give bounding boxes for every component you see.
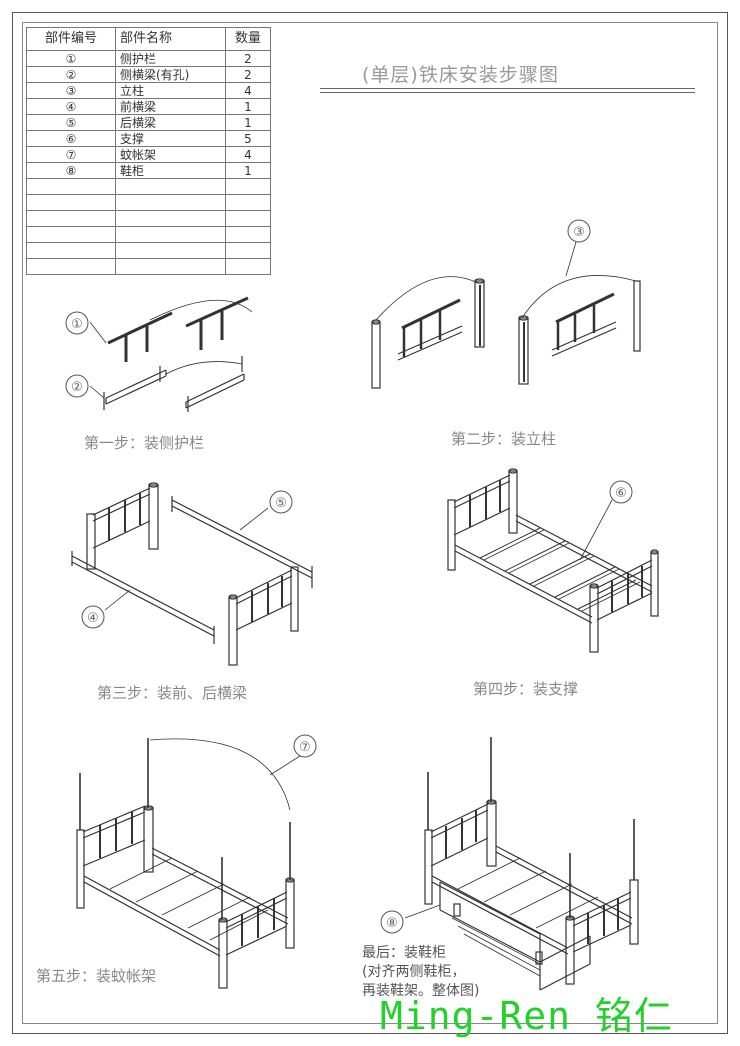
callout-6-circle bbox=[609, 480, 633, 504]
step5-drawing bbox=[76, 738, 301, 989]
table-row bbox=[26, 178, 271, 195]
callout-3-circle bbox=[567, 219, 591, 243]
part-name-cell: 侧横梁(有孔) bbox=[115, 66, 226, 83]
page-title: (单层)铁床安装步骤图 bbox=[362, 64, 559, 86]
callout-3: ③ bbox=[573, 225, 585, 240]
callout-7: ⑦ bbox=[299, 740, 311, 755]
title-underline bbox=[320, 88, 695, 89]
callout-4: ④ bbox=[87, 611, 99, 626]
callout-5: ⑤ bbox=[275, 496, 287, 511]
step2-drawing bbox=[371, 241, 641, 389]
callout-7-circle bbox=[293, 734, 317, 758]
callout-2: ② bbox=[71, 380, 83, 395]
step3-drawing bbox=[71, 482, 313, 666]
callout-4-circle bbox=[81, 605, 105, 629]
header-part-name: 部件名称 bbox=[115, 27, 226, 51]
step6-caption-line3: 再装鞋架。整体图) bbox=[362, 983, 480, 999]
callout-6: ⑥ bbox=[615, 486, 627, 501]
step1-drawing bbox=[89, 296, 253, 412]
inner-frame bbox=[22, 22, 718, 1024]
callout-1: ① bbox=[71, 317, 83, 332]
step4-caption: 第四步：装支撑 bbox=[473, 680, 579, 698]
step6-caption: 最后：装鞋柜 (对齐两侧鞋柜， 再装鞋架。整体图) bbox=[362, 944, 479, 1001]
header-part-number: 部件编号 bbox=[26, 27, 116, 51]
step3-caption: 第三步：装前、后横梁 bbox=[97, 684, 248, 702]
watermark: Ming-Ren 铭仁 bbox=[380, 994, 673, 1038]
title-underline-2 bbox=[320, 92, 695, 93]
table-row bbox=[26, 242, 271, 259]
step5-caption: 第五步：装蚊帐架 bbox=[36, 967, 157, 985]
quantity-cell bbox=[225, 258, 271, 275]
outer-frame bbox=[12, 12, 728, 1034]
callout-8: ⑧ bbox=[386, 916, 398, 931]
callout-5-circle bbox=[269, 490, 293, 514]
callout-2-circle bbox=[65, 374, 89, 398]
step6-caption-line1: 最后：装鞋柜 bbox=[362, 945, 446, 961]
step6-drawing bbox=[404, 737, 639, 991]
table-row bbox=[26, 258, 271, 275]
step1-caption: 第一步：装侧护栏 bbox=[84, 434, 205, 452]
parts-table-header: 部件编号 部件名称 数量 bbox=[26, 27, 271, 51]
header-quantity: 数量 bbox=[225, 27, 271, 51]
step2-caption: 第二步：装立柱 bbox=[451, 430, 557, 448]
callout-1-circle bbox=[65, 311, 89, 335]
callout-8-circle bbox=[380, 910, 404, 934]
step4-drawing bbox=[447, 468, 659, 653]
step6-caption-line2: (对齐两侧鞋柜， bbox=[362, 964, 466, 980]
table-row bbox=[26, 210, 271, 227]
